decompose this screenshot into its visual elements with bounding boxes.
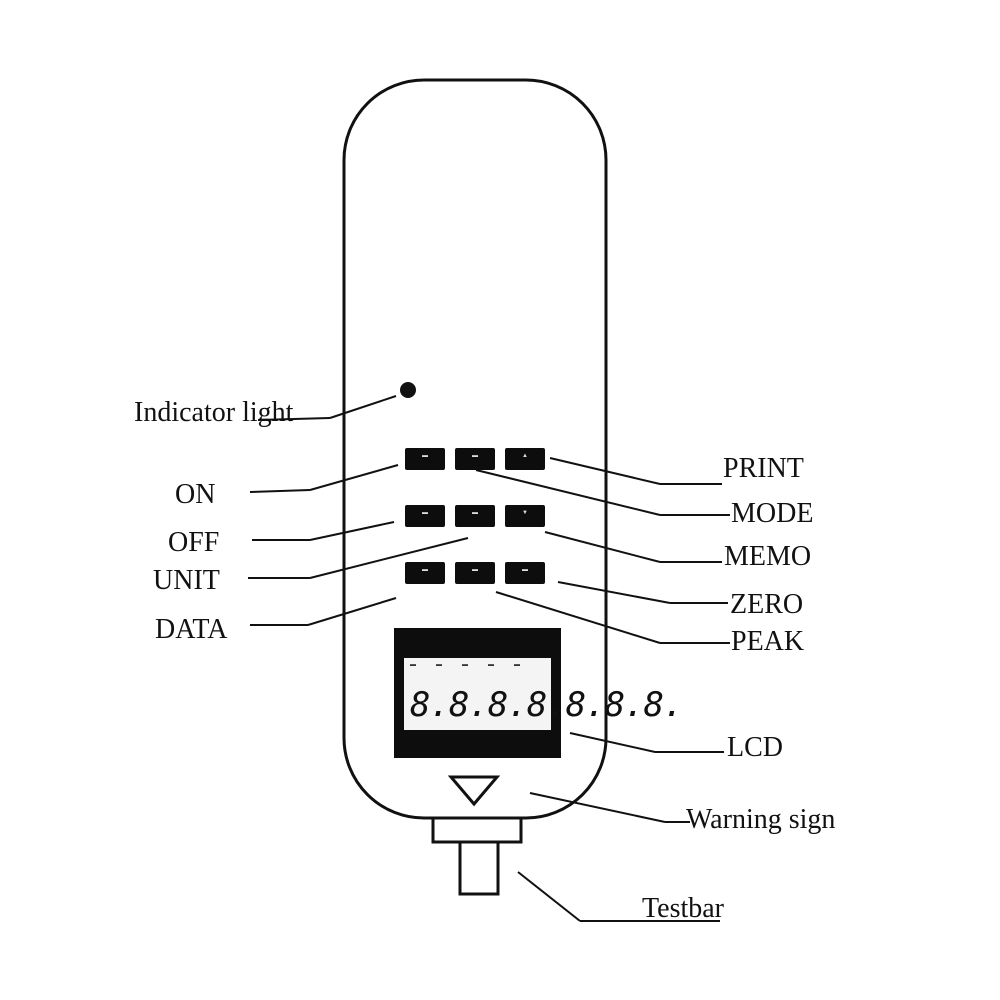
- lcd-display: ▬ ▬ ▬ ▬ ▬ 8.8.8.8.8.8.8.: [394, 628, 684, 758]
- zero-label: ZERO: [730, 589, 804, 620]
- leader-peak: [495, 591, 661, 644]
- memo-label: MEMO: [724, 541, 812, 572]
- leader-testbar: [517, 871, 581, 922]
- on-button-mark: ▬: [422, 453, 428, 459]
- leader-on-2: [309, 464, 399, 491]
- lcd-indicator-1: ▬: [410, 662, 416, 668]
- peak-button[interactable]: ▬: [455, 562, 495, 584]
- unit-label: UNIT: [153, 565, 220, 596]
- lcd-indicator-2: ▬: [436, 662, 442, 668]
- leader-mode: [475, 469, 661, 516]
- mode-button-mark: ▬: [472, 453, 478, 459]
- warning-sign-triangle: [447, 775, 501, 807]
- off-button[interactable]: ▬: [405, 505, 445, 527]
- lcd-indicator-3: ▬: [462, 662, 468, 668]
- lcd-screen: ▬ ▬ ▬ ▬ ▬ 8.8.8.8.8.8.8.: [404, 658, 684, 730]
- leader-indicator-light: [257, 417, 331, 421]
- mode-label: MODE: [731, 498, 814, 529]
- peak-button-mark: ▬: [472, 567, 478, 573]
- print-button[interactable]: ▲: [505, 448, 545, 470]
- leader-zero: [557, 581, 671, 604]
- indicator-light-dot: [400, 382, 416, 398]
- leader-lcd: [569, 732, 656, 753]
- memo-button[interactable]: ▼: [505, 505, 545, 527]
- testbar-rod: [458, 840, 500, 896]
- unit-button-mark: ▬: [472, 510, 478, 516]
- leader-indicator-light-2: [329, 395, 397, 419]
- indicator-light-label: Indicator light: [134, 397, 294, 428]
- unit-button[interactable]: ▬: [455, 505, 495, 527]
- memo-button-mark: ▼: [522, 510, 528, 516]
- data-button-mark: ▬: [422, 567, 428, 573]
- warning-sign-label: Warning sign: [686, 804, 836, 835]
- leader-memo: [544, 531, 661, 563]
- zero-button-mark: ▬: [522, 567, 528, 573]
- leader-off-2: [309, 521, 395, 541]
- off-label: OFF: [168, 527, 220, 558]
- data-button[interactable]: ▬: [405, 562, 445, 584]
- leader-print: [549, 457, 661, 485]
- on-label: ON: [175, 479, 216, 510]
- lcd-digits: 8.8.8.8.8.8.8.: [410, 685, 684, 725]
- peak-label: PEAK: [731, 626, 805, 657]
- leader-unit-2: [309, 537, 469, 579]
- leader-on: [249, 489, 311, 493]
- lcd-indicator-4: ▬: [488, 662, 494, 668]
- print-label: PRINT: [723, 453, 804, 484]
- lcd-label: LCD: [727, 732, 783, 763]
- on-button[interactable]: ▬: [405, 448, 445, 470]
- mode-button[interactable]: ▬: [455, 448, 495, 470]
- print-button-mark: ▲: [522, 453, 528, 459]
- leader-data-2: [307, 597, 397, 626]
- testbar-collar: [431, 816, 523, 844]
- data-label: DATA: [155, 614, 228, 645]
- zero-button[interactable]: ▬: [505, 562, 545, 584]
- testbar-label: Testbar: [642, 893, 725, 924]
- leader-lines: [248, 395, 730, 922]
- lcd-indicator-5: ▬: [514, 662, 520, 668]
- leader-warning: [529, 792, 666, 823]
- off-button-mark: ▬: [422, 510, 428, 516]
